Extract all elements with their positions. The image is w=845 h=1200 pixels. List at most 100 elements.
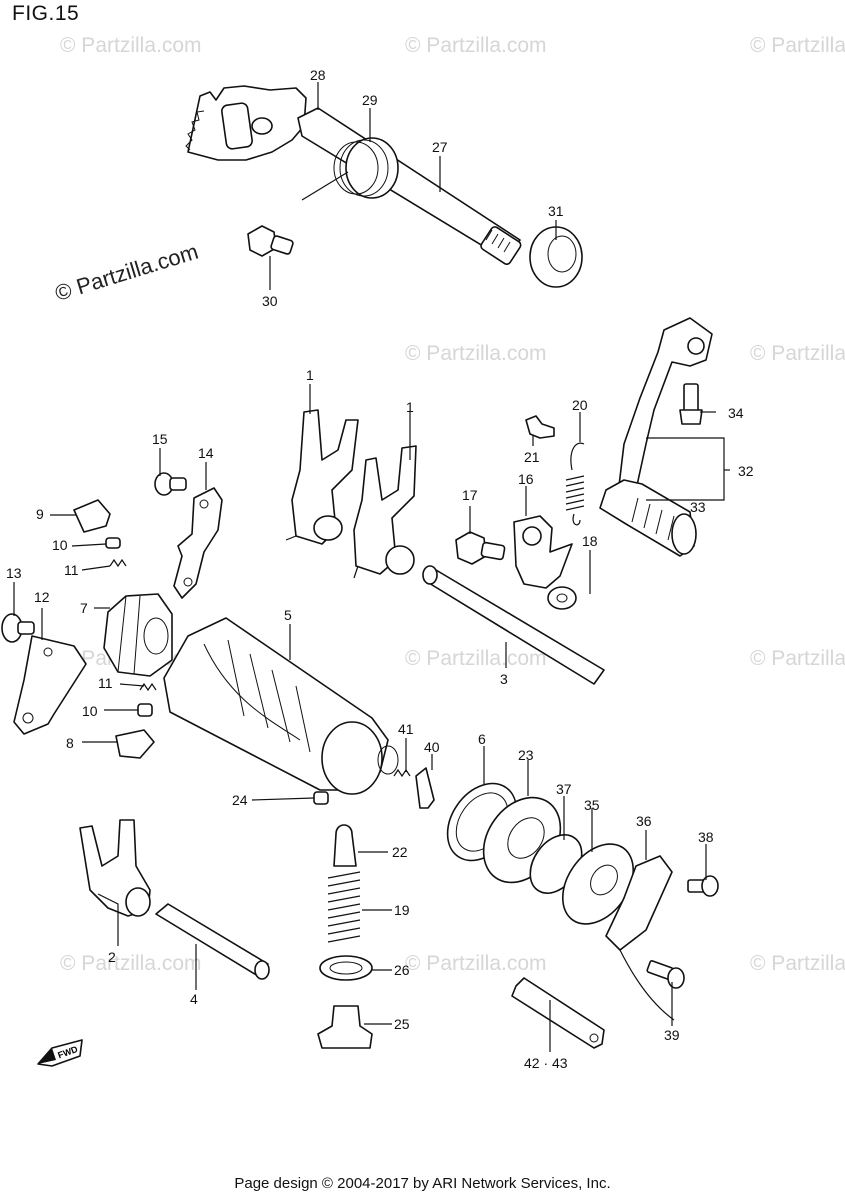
callout-21: 21 (524, 449, 540, 465)
part-30-bolt (247, 225, 294, 257)
part-24-pin (313, 791, 329, 805)
callout-5: 5 (284, 607, 292, 623)
callout-8: 8 (66, 735, 74, 751)
callout-10: 10 (82, 703, 98, 719)
part-38-screw (687, 875, 719, 897)
page-footer: Page design © 2004-2017 by ARI Network S… (234, 1175, 611, 1192)
part-22-plunger (333, 824, 357, 867)
part-1-shift-fork-b (353, 445, 417, 579)
callout-13: 13 (6, 565, 22, 581)
callout-2: 2 (108, 949, 116, 965)
part-1-shift-fork-a (285, 409, 359, 545)
callout-30: 30 (262, 293, 278, 309)
part-28-shift-shaft-arm (185, 85, 307, 161)
part-17-bolt (455, 531, 506, 565)
callout-17: 17 (462, 487, 478, 503)
watermark: © Partzilla.com (405, 952, 547, 975)
callout-10: 10 (52, 537, 68, 553)
part-25-plug (317, 1005, 373, 1049)
callout-39: 39 (664, 1027, 680, 1043)
callout-37: 37 (556, 781, 572, 797)
callout-20: 20 (572, 397, 588, 413)
callout-7: 7 (80, 600, 88, 616)
callout-18: 18 (582, 533, 598, 549)
callout-40: 40 (424, 739, 440, 755)
part-26-gasket (319, 955, 373, 981)
callout-32: 32 (738, 463, 754, 479)
callout-11: 11 (64, 562, 79, 578)
callout-35: 35 (584, 797, 600, 813)
callout-15: 15 (152, 431, 168, 447)
callout-14: 14 (198, 445, 214, 461)
callout-16: 16 (518, 471, 534, 487)
part-41-spring (393, 768, 411, 778)
part-9-cam-guide (73, 499, 111, 533)
callout-9: 9 (36, 506, 44, 522)
callout-6: 6 (478, 731, 486, 747)
part-21-bolt (525, 415, 555, 439)
callout-42-43: 42 · 43 (524, 1055, 568, 1071)
part-8-cam-guide-b (115, 729, 155, 759)
callout-38: 38 (698, 829, 714, 845)
part-32-gearshift-lever (617, 317, 713, 495)
part-5-gearshift-cam (163, 617, 399, 795)
callout-34: 34 (728, 405, 744, 421)
part-11-spring-b (139, 682, 157, 692)
fwd-arrow-icon: FWD (37, 1039, 83, 1067)
leader-lines (13, 82, 730, 1052)
callout-22: 22 (392, 844, 408, 860)
part-42-43-clamp (511, 977, 605, 1049)
callout-27: 27 (432, 139, 448, 155)
watermark: © Partzilla.com (750, 34, 845, 57)
watermark: © Partzilla.com (405, 647, 547, 670)
part-20-spring (565, 442, 585, 526)
callout-36: 36 (636, 813, 652, 829)
callout-41: 41 (398, 721, 414, 737)
callout-23: 23 (518, 747, 534, 763)
part-12-stopper-plate (13, 635, 87, 735)
part-40-pin (415, 767, 435, 809)
watermark: © Partzilla.com (60, 952, 202, 975)
part-13-screw (1, 613, 35, 643)
callout-labels: 28 29 27 31 30 1 1 20 21 34 15 14 16 17 … (6, 67, 754, 1071)
part-19-spring (327, 871, 361, 943)
part-36-switch (605, 855, 675, 1021)
part-14-plate (173, 487, 223, 599)
callout-28: 28 (310, 67, 326, 83)
callout-29: 29 (362, 92, 378, 108)
part-39-screw (646, 960, 685, 989)
callout-31: 31 (548, 203, 564, 219)
watermark: © Partzilla.com (405, 34, 547, 57)
part-10-pin-b (137, 703, 153, 717)
watermark: © Partzilla.com (60, 34, 202, 57)
callout-25: 25 (394, 1016, 410, 1032)
part-2-shift-fork (79, 819, 151, 917)
callout-11: 11 (98, 675, 113, 691)
callout-4: 4 (190, 991, 198, 1007)
callout-33: 33 (690, 499, 706, 515)
callout-12: 12 (34, 589, 50, 605)
callout-1: 1 (406, 399, 414, 415)
part-18-washer (547, 586, 577, 610)
part-29-return-spring (301, 137, 399, 201)
part-27-shift-shaft (297, 107, 522, 265)
callout-19: 19 (394, 902, 410, 918)
callout-24: 24 (232, 792, 248, 808)
watermark: © Partzilla.com (750, 647, 845, 670)
part-3-fork-shaft (422, 565, 605, 685)
callout-3: 3 (500, 671, 508, 687)
watermark: © Partzilla.com (750, 952, 845, 975)
part-16-gearshift-arm (513, 515, 573, 589)
callout-26: 26 (394, 962, 410, 978)
figure-title: FIG.15 (12, 2, 80, 25)
callout-1: 1 (306, 367, 314, 383)
part-15-screw (154, 472, 187, 496)
part-34-bolt (679, 383, 703, 425)
watermark: © Partzilla.com (750, 342, 845, 365)
part-7-cam-stopper (103, 593, 173, 677)
watermark: © Partzilla.com (405, 342, 547, 365)
part-33-shift-rubber (599, 479, 697, 557)
part-11-spring-a (109, 558, 127, 568)
